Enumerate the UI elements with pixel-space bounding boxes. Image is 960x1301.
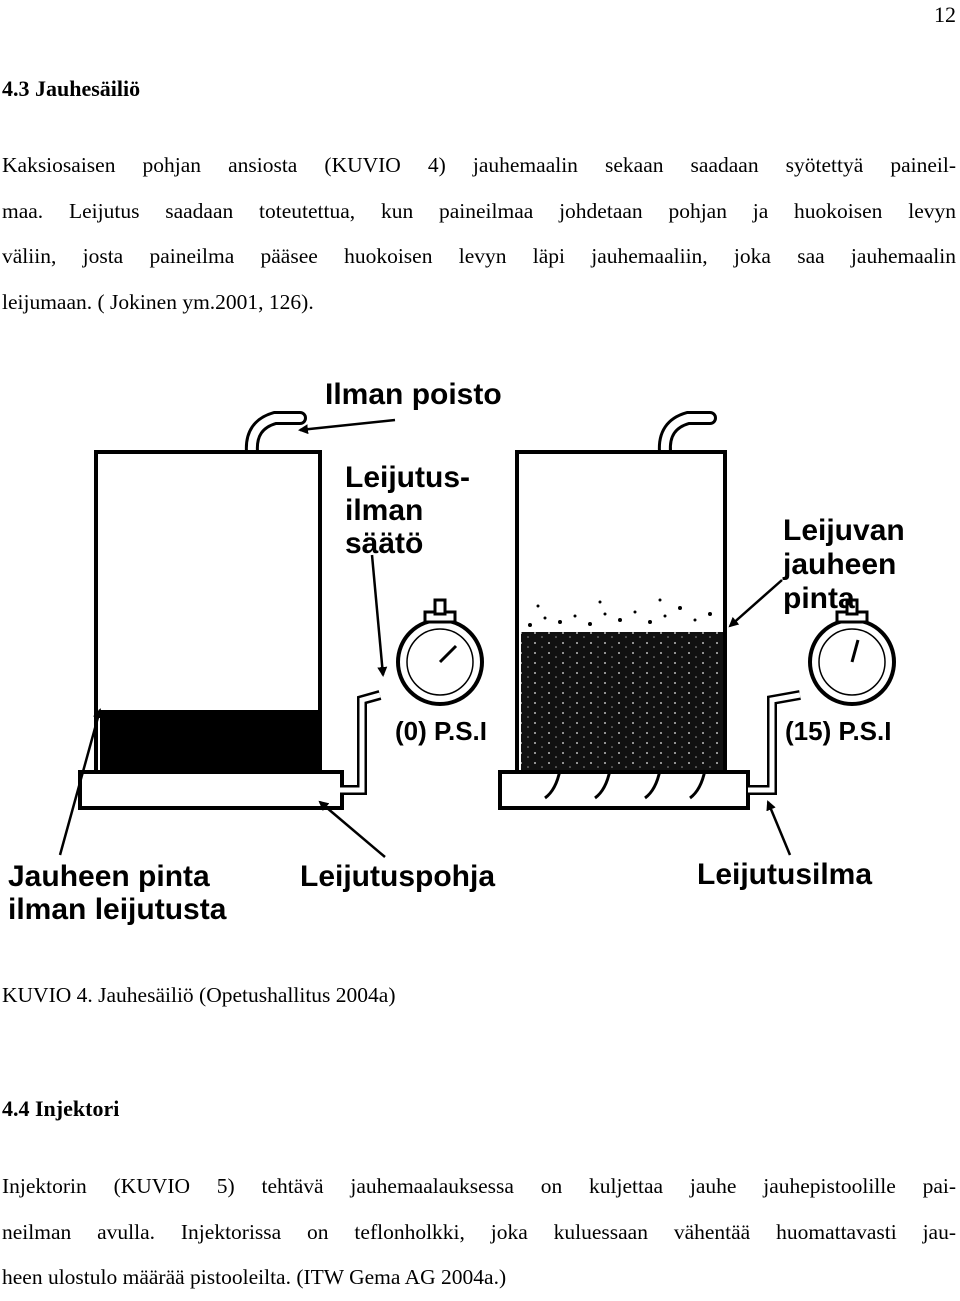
label-static-surface-1: Jauheen pinta	[8, 860, 210, 893]
section-4-4-paragraph: Injektorin (KUVIO 5) tehtävä jauhemaalau…	[2, 1164, 956, 1301]
label-fluidizing-air-control-1: Leijutus-	[345, 461, 470, 494]
paragraph-line: Kaksiosaisen pohjan ansiosta (KUVIO 4) j…	[2, 153, 956, 177]
figure-caption: KUVIO 4. Jauhesäiliö (Opetushallitus 200…	[2, 983, 396, 1007]
paragraph-line: heen ulostulo määrää pistooleilta. (ITW …	[2, 1265, 507, 1289]
label-fluidizing-air: Leijutusilma	[697, 858, 872, 891]
label-fluidizing-air-control-2: ilman	[345, 494, 423, 527]
annotation-arrows	[58, 418, 792, 858]
page-number: 12	[934, 2, 956, 27]
label-psi-right: (15) P.S.I	[785, 716, 891, 746]
label-fluidizing-base: Leijutuspohja	[300, 860, 495, 893]
label-psi-left: (0) P.S.I	[395, 716, 487, 746]
label-fluidized-powder-surface-3: pinta	[783, 582, 855, 615]
powder-container-figure: Ilman poisto Leijutus- ilman säätö Leiju…	[8, 378, 905, 926]
paragraph-line: leijumaan. ( Jokinen ym.2001, 126).	[2, 289, 314, 314]
label-fluidized-powder-surface-2: jauheen	[782, 548, 896, 581]
left-fluidizing-base	[78, 770, 344, 810]
label-fluidizing-air-control-3: säätö	[345, 527, 423, 560]
paragraph-line: Injektorin (KUVIO 5) tehtävä jauhemaalau…	[2, 1174, 956, 1198]
section-4-3-paragraph: Kaksiosaisen pohjan ansiosta (KUVIO 4) j…	[2, 143, 956, 325]
label-air-exhaust: Ilman poisto	[325, 378, 502, 411]
paragraph-line: maa. Leijutus saadaan toteutettua, kun p…	[2, 198, 956, 223]
right-container	[498, 411, 896, 810]
fluidized-powder-layer	[521, 632, 723, 770]
section-heading-4-4: 4.4 Injektori	[2, 1096, 120, 1121]
paragraph-line: väliin, josta paineilma pääsee huokoisen…	[2, 244, 956, 268]
section-heading-4-3: 4.3 Jauhesäiliö	[2, 76, 141, 101]
static-powder-layer	[100, 710, 318, 770]
label-static-surface-2: ilman leijutusta	[8, 893, 227, 926]
paragraph-line: neilman avulla. Injektorissa on teflonho…	[2, 1219, 956, 1244]
left-container	[78, 411, 484, 810]
label-fluidized-powder-surface-1: Leijuvan	[783, 514, 905, 547]
right-fluidizing-base	[498, 770, 750, 810]
